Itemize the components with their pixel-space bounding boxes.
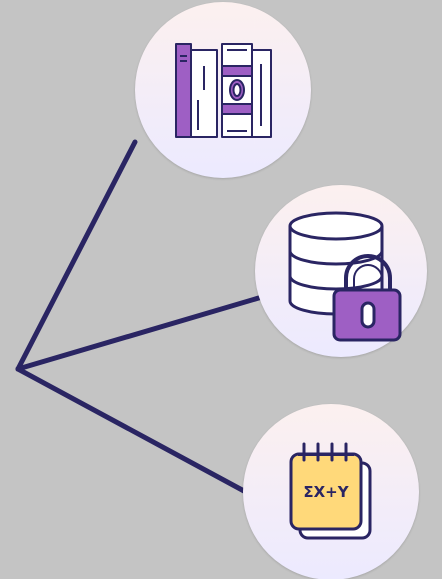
- database-lock-node: [255, 185, 427, 357]
- connectors: [15, 139, 265, 494]
- books-node: [135, 2, 311, 178]
- connector-to-database-lock: [15, 294, 265, 372]
- hub-point: [15, 366, 21, 372]
- connector-to-books: [15, 139, 138, 372]
- formula-notepad-node: ΣX+Y: [243, 404, 419, 579]
- formula-notepad-icon: ΣX+Y: [289, 442, 372, 540]
- database-lock-icon: [288, 211, 402, 342]
- connector-to-formula-notepad: [15, 366, 247, 494]
- books-icon: [175, 43, 272, 138]
- formula-text: ΣX+Y: [303, 483, 349, 501]
